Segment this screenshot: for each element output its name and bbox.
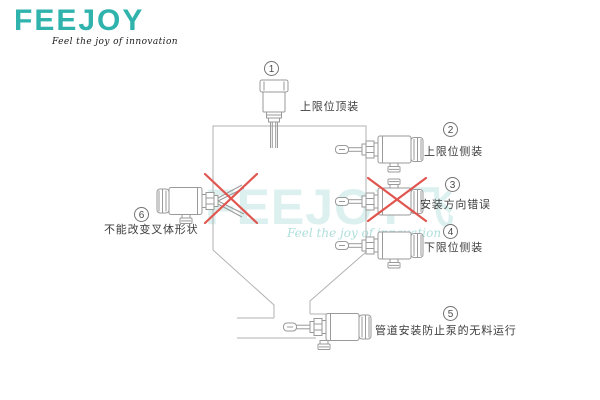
- callout-number-1: 1: [264, 61, 279, 76]
- callout-label-5: 管道安装防止泵的无料运行: [375, 325, 517, 337]
- error-cross-icon-deformed-fork: [203, 172, 259, 225]
- brand-logo: FEEJOY Feel the joy of innovation: [14, 4, 214, 47]
- sensor-upper-side-mount: [335, 135, 424, 173]
- callout-label-2: 上限位侧装: [424, 146, 483, 158]
- callout-number-2: 2: [443, 122, 458, 137]
- callout-label-4: 下限位侧装: [424, 242, 483, 254]
- callout-number-4: 4: [443, 224, 458, 239]
- error-cross-icon-wrong-direction: [366, 176, 428, 223]
- sensor-top-mount: [259, 79, 289, 149]
- brand-logo-tagline: Feel the joy of innovation: [52, 37, 178, 47]
- callout-label-6: 不能改变叉体形状: [104, 224, 199, 236]
- callout-label-1: 上限位顶装: [300, 101, 359, 113]
- callout-label-3: 安装方向错误: [420, 199, 491, 211]
- brand-logo-text: FEEJOY: [14, 4, 145, 37]
- callout-number-5: 5: [443, 306, 458, 321]
- callout-number-3: 3: [445, 177, 460, 192]
- sensor-pipe-mount: [283, 313, 372, 350]
- callout-number-6: 6: [134, 207, 149, 222]
- tank-outline: [212, 125, 367, 339]
